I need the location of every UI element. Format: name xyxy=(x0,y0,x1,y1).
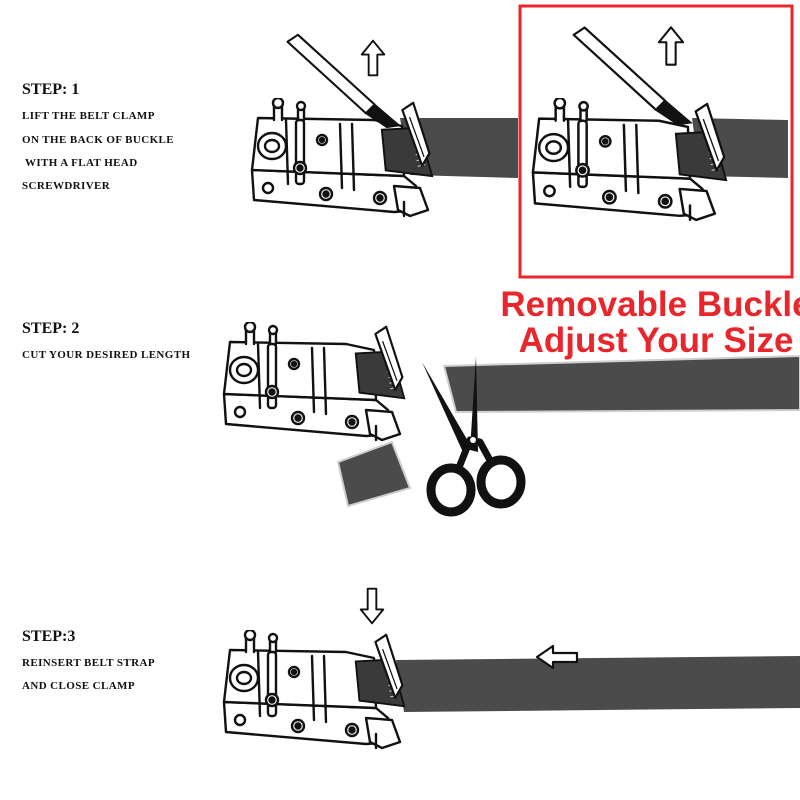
step-3-line-2: AND CLOSE CLAMP xyxy=(22,680,135,692)
step-1-line-1: LIFT THE BELT CLAMP xyxy=(22,110,155,122)
belt-strap-icon xyxy=(396,656,800,712)
step-1-instructions: STEP: 1 LIFT THE BELT CLAMP ON THE BACK … xyxy=(22,81,174,192)
step-3-instructions: STEP:3 REINSERT BELT STRAP AND CLOSE CLA… xyxy=(22,628,155,692)
belt-buckle-icon xyxy=(531,98,728,222)
step-3-title: STEP:3 xyxy=(22,628,75,645)
promo-banner: Removable Buckle Adjust Your Size xyxy=(500,285,800,360)
highlight-panel xyxy=(518,4,794,279)
step-2-line-1: CUT YOUR DESIRED LENGTH xyxy=(22,349,190,361)
belt-buckle-icon xyxy=(222,322,406,442)
arrow-down-icon xyxy=(359,587,385,625)
cut-strap-piece xyxy=(336,440,412,508)
promo-line-2: Adjust Your Size xyxy=(519,321,794,360)
step-1-title: STEP: 1 xyxy=(22,81,79,98)
arrow-up-icon xyxy=(657,26,685,66)
step-1-illustration xyxy=(250,33,518,218)
belt-buckle-icon xyxy=(222,630,406,750)
scissors-icon xyxy=(422,356,526,517)
highlight-frame xyxy=(518,4,794,279)
step-2-illustration xyxy=(222,322,800,517)
step-1-line-2: ON THE BACK OF BUCKLE xyxy=(22,134,174,146)
step-2-title: STEP: 2 xyxy=(22,320,79,337)
step-3-line-1: REINSERT BELT STRAP xyxy=(22,657,155,669)
belt-buckle-icon xyxy=(250,98,434,218)
step-1-line-4: SCREWDRIVER xyxy=(22,180,111,192)
step-3-illustration xyxy=(222,587,800,750)
belt-strap-icon xyxy=(442,354,800,414)
step-1-line-3: WITH A FLAT HEAD xyxy=(22,157,138,169)
step-2-instructions: STEP: 2 CUT YOUR DESIRED LENGTH xyxy=(22,320,190,361)
arrow-up-icon xyxy=(360,39,386,77)
promo-line-1: Removable Buckle xyxy=(500,285,800,324)
belt-strap-icon xyxy=(400,118,518,178)
